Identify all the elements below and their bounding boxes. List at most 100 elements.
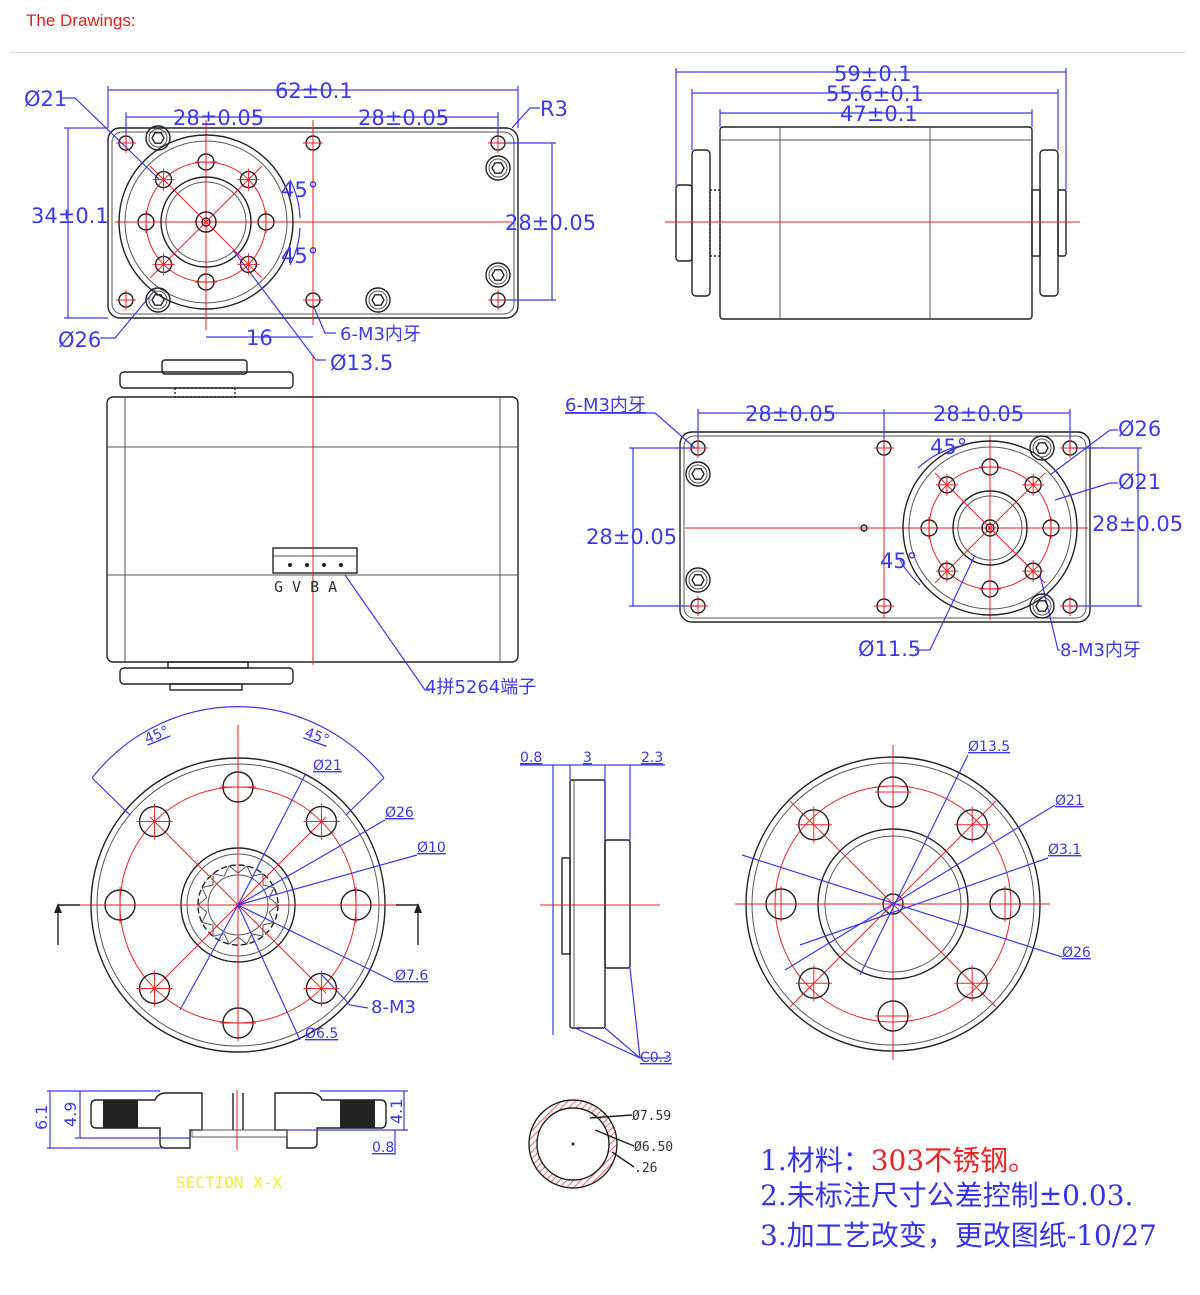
hole-centerline (979, 456, 1001, 478)
horn-back-view: Ø13.5 Ø21 Ø3.1 Ø26 (735, 739, 1091, 1060)
dim-thickness: .26 (634, 1161, 657, 1176)
hole-centerline (102, 887, 138, 923)
hole-centerline (195, 271, 217, 293)
hole-centerline (795, 806, 832, 843)
dim-6-1: 6.1 (32, 1105, 51, 1130)
hole-centerline (875, 774, 911, 810)
screw-icon (1029, 593, 1055, 619)
dim-d21: Ø21 (24, 87, 67, 111)
dim-d3-1: Ø3.1 (1048, 842, 1081, 858)
hole-centerline (136, 970, 173, 1007)
connector (272, 547, 358, 574)
hole-centerline (1022, 560, 1045, 583)
back-view: 6-M3内牙 28±0.05 28±0.05 Ø26 Ø21 28±0.05 2… (565, 395, 1183, 661)
hole-centerline (987, 886, 1023, 922)
hole-centerline (488, 290, 508, 310)
hex-socket-icon (691, 574, 705, 586)
note-3: 3.加工艺改变，更改图纸-10/27 (760, 1219, 1157, 1252)
dim-d21: Ø21 (1118, 470, 1161, 494)
screw-icon (1029, 435, 1055, 461)
dim-thread: 6-M3内牙 (340, 324, 421, 345)
dim-overall-length: 59±0.1 (834, 62, 912, 86)
hole-centerline (874, 438, 894, 458)
screw-icon (145, 125, 171, 151)
ring-detail: Ø7.59 Ø6.50 .26 (528, 1099, 673, 1189)
hole-centerline (874, 596, 894, 616)
dim-holes: 8-M3内牙 (1060, 640, 1141, 661)
dim-d6-50: Ø6.50 (634, 1140, 673, 1155)
note-1-prefix: 1.材料： (760, 1144, 871, 1177)
hole-centerline (152, 253, 175, 276)
hole-centerline (954, 965, 991, 1002)
hole-centerline (220, 769, 256, 805)
page-title: The Drawings: (26, 11, 136, 30)
hole-centerline (338, 887, 374, 923)
dim-angle-top: 45° (930, 435, 967, 459)
dim-angle-left: 45° (142, 723, 171, 747)
screw-icon (688, 570, 708, 590)
hole-centerline (935, 560, 958, 583)
hex-socket-icon (371, 294, 385, 306)
screw-icon (1032, 438, 1052, 458)
side-view: G V B A 4拼5264端子 (106, 355, 536, 698)
dim-d10: Ø10 (417, 840, 446, 856)
note-2: 2.未标注尺寸公差控制±0.03. (760, 1179, 1133, 1212)
dim-2-3: 2.3 (641, 750, 663, 766)
screw-icon (685, 567, 711, 593)
hole-centerline (1060, 596, 1080, 616)
hole-centerline (1022, 473, 1045, 496)
dim-height-right: 28±0.05 (1092, 512, 1183, 536)
hex-socket-icon (691, 468, 705, 480)
screw-icon (1032, 596, 1052, 616)
hex-socket-icon (151, 132, 165, 144)
hole-centerline (116, 133, 136, 153)
hole-centerline (688, 596, 708, 616)
dim-half-left: 28±0.05 (173, 106, 264, 130)
hole-centerline (195, 151, 217, 173)
dim-d21: Ø21 (313, 758, 342, 774)
dim-angle-bottom: 45° (880, 549, 917, 573)
dim-radius: R3 (540, 97, 568, 121)
dim-0-8: 0.8 (520, 750, 542, 766)
hole-centerline (220, 1005, 256, 1041)
hole-centerline (1040, 517, 1062, 539)
pin-labels: G V B A (274, 578, 337, 596)
hole-centerline (136, 803, 173, 840)
dim-wheel-span: 55.6±0.1 (826, 82, 924, 106)
top-view: 59±0.1 55.6±0.1 47±0.1 (665, 62, 1080, 320)
dim-d7-6: Ø7.6 (395, 968, 428, 984)
dim-offset: 16 (246, 326, 273, 350)
hole-centerline (303, 970, 340, 1007)
dim-d21: Ø21 (1055, 793, 1084, 809)
dim-half-right: 28±0.05 (933, 402, 1024, 426)
note-1-material: 303不锈钢。 (871, 1144, 1036, 1177)
hole-centerline (303, 803, 340, 840)
dim-half-left: 28±0.05 (745, 402, 836, 426)
dim-4-1: 4.1 (387, 1099, 406, 1124)
dim-chamfer: C0.3 (640, 1050, 672, 1066)
screw-icon (688, 464, 708, 484)
dim-body-length: 47±0.1 (840, 102, 918, 126)
dim-hole-spacing: 28±0.05 (505, 211, 596, 235)
dim-d26: Ø26 (1118, 417, 1161, 441)
hole-centerline (935, 473, 958, 496)
hole-centerline (488, 133, 508, 153)
dim-d26: Ø26 (58, 328, 101, 352)
hex-socket-icon (1035, 600, 1049, 612)
dim-d6-5: Ø6.5 (305, 1026, 338, 1042)
hex-socket-icon (491, 269, 505, 281)
hole-centerline (918, 517, 940, 539)
dim-3: 3 (583, 750, 592, 766)
screw-icon (485, 155, 511, 181)
screw-icon (148, 128, 168, 148)
hole-centerline (688, 438, 708, 458)
dim-height: 34±0.1 (31, 204, 109, 228)
hole-centerline (763, 886, 799, 922)
section-view: 6.1 4.9 4.1 0.8 SECTION X-X (32, 1090, 408, 1192)
hole-centerline (116, 290, 136, 310)
dim-4-9: 4.9 (61, 1102, 80, 1127)
screw-icon (488, 158, 508, 178)
hole-centerline (135, 211, 157, 233)
hex-socket-icon (151, 294, 165, 306)
hole-centerline (1060, 438, 1080, 458)
